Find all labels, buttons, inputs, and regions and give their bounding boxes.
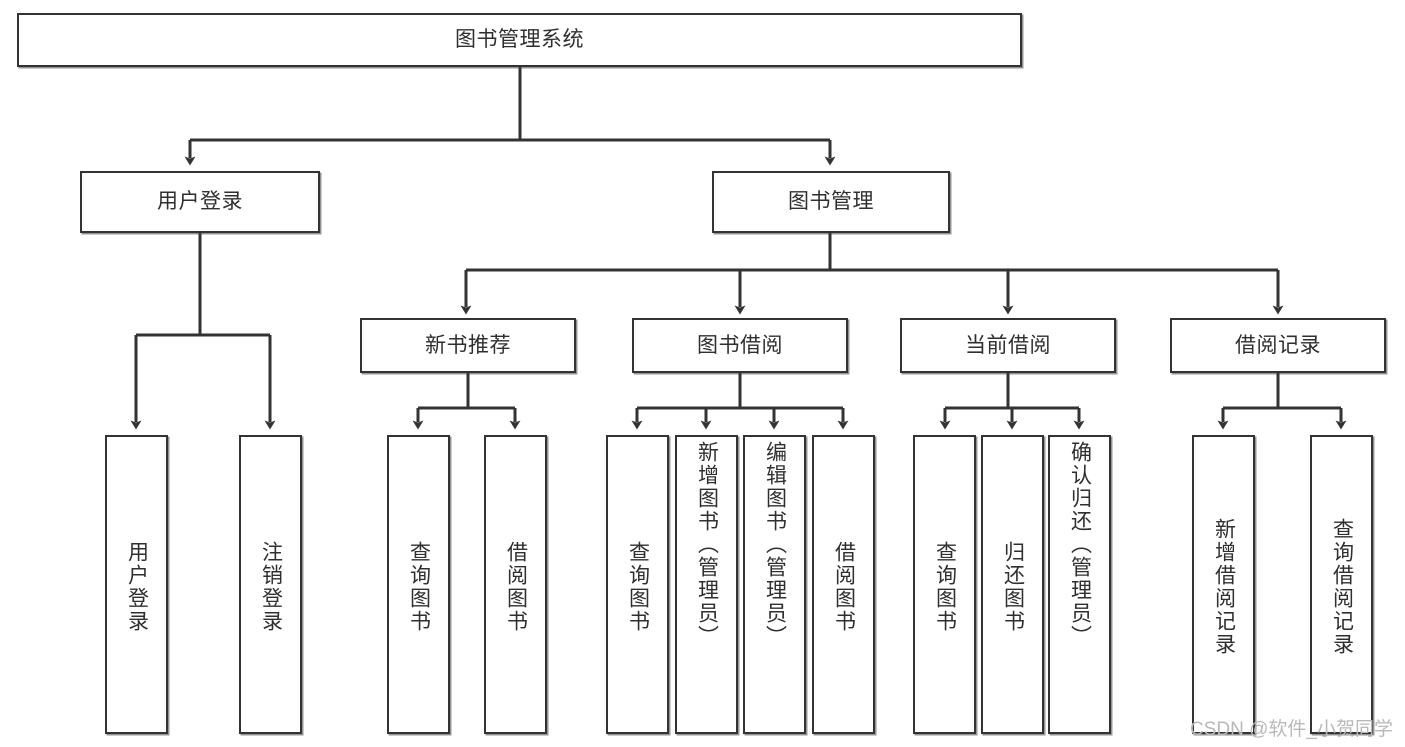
connector-root-to-level2 xyxy=(184,67,836,166)
leaf-current-confirm-return-admin[interactable]: 确认归还（管理员） xyxy=(1048,435,1111,734)
node-new-book-recommend[interactable]: 新书推荐 xyxy=(360,318,576,373)
leaf-user-login[interactable]: 用户登录 xyxy=(105,435,168,734)
leaf-current-return-books[interactable]: 归还图书 xyxy=(981,435,1044,734)
leaf-record-query-borrow-record[interactable]: 查询借阅记录 xyxy=(1310,435,1373,734)
connector-bookmgmt-to-level3 xyxy=(460,233,1284,315)
watermark-text: CSDN @软件_小贺同学 xyxy=(1190,719,1393,740)
node-label: 借阅记录 xyxy=(1235,333,1321,357)
leaf-logout[interactable]: 注销登录 xyxy=(239,435,302,734)
leaf-borrow-query-books[interactable]: 查询图书 xyxy=(606,435,669,734)
node-label: 新增借阅记录 xyxy=(1212,517,1236,656)
node-current-borrow[interactable]: 当前借阅 xyxy=(900,318,1116,373)
node-root-library-system[interactable]: 图书管理系统 xyxy=(17,13,1022,67)
connector-record-to-leaves xyxy=(1217,373,1347,430)
leaf-borrow-borrow-books[interactable]: 借阅图书 xyxy=(812,435,875,734)
node-label: 用户登录 xyxy=(157,190,243,214)
connector-userlogin-to-leaves xyxy=(130,233,276,430)
connector-newbook-to-leaves xyxy=(412,373,521,430)
node-label: 查询借阅记录 xyxy=(1330,517,1354,656)
node-label: 借阅图书 xyxy=(504,540,528,633)
node-book-management[interactable]: 图书管理 xyxy=(712,171,950,233)
leaf-newbook-borrow-books[interactable]: 借阅图书 xyxy=(484,435,547,734)
node-label: 归还图书 xyxy=(1001,540,1025,633)
node-label: 确认归还（管理员） xyxy=(1068,441,1092,648)
node-label: 新增图书（管理员） xyxy=(695,441,719,648)
node-label: 新书推荐 xyxy=(425,333,511,357)
node-label: 图书管理 xyxy=(788,190,874,214)
connector-current-to-leaves xyxy=(939,373,1085,430)
node-borrow-record[interactable]: 借阅记录 xyxy=(1170,318,1386,373)
leaf-current-query-books[interactable]: 查询图书 xyxy=(913,435,976,734)
node-label: 编辑图书（管理员） xyxy=(763,441,787,648)
node-user-login[interactable]: 用户登录 xyxy=(80,171,320,233)
node-label: 借阅图书 xyxy=(832,540,856,633)
node-label: 图书借阅 xyxy=(697,333,783,357)
connector-borrow-to-leaves xyxy=(631,373,849,430)
node-label: 用户登录 xyxy=(125,540,149,633)
node-label: 当前借阅 xyxy=(965,333,1051,357)
leaf-borrow-edit-book-admin[interactable]: 编辑图书（管理员） xyxy=(743,435,806,734)
node-label: 注销登录 xyxy=(259,540,283,633)
node-label: 查询图书 xyxy=(933,540,957,633)
node-book-borrow[interactable]: 图书借阅 xyxy=(632,318,848,373)
leaf-borrow-add-book-admin[interactable]: 新增图书（管理员） xyxy=(675,435,738,734)
leaf-newbook-query-books[interactable]: 查询图书 xyxy=(387,435,450,734)
node-label: 图书管理系统 xyxy=(455,28,584,52)
node-label: 查询图书 xyxy=(407,540,431,633)
leaf-record-add-borrow-record[interactable]: 新增借阅记录 xyxy=(1192,435,1255,734)
node-label: 查询图书 xyxy=(626,540,650,633)
